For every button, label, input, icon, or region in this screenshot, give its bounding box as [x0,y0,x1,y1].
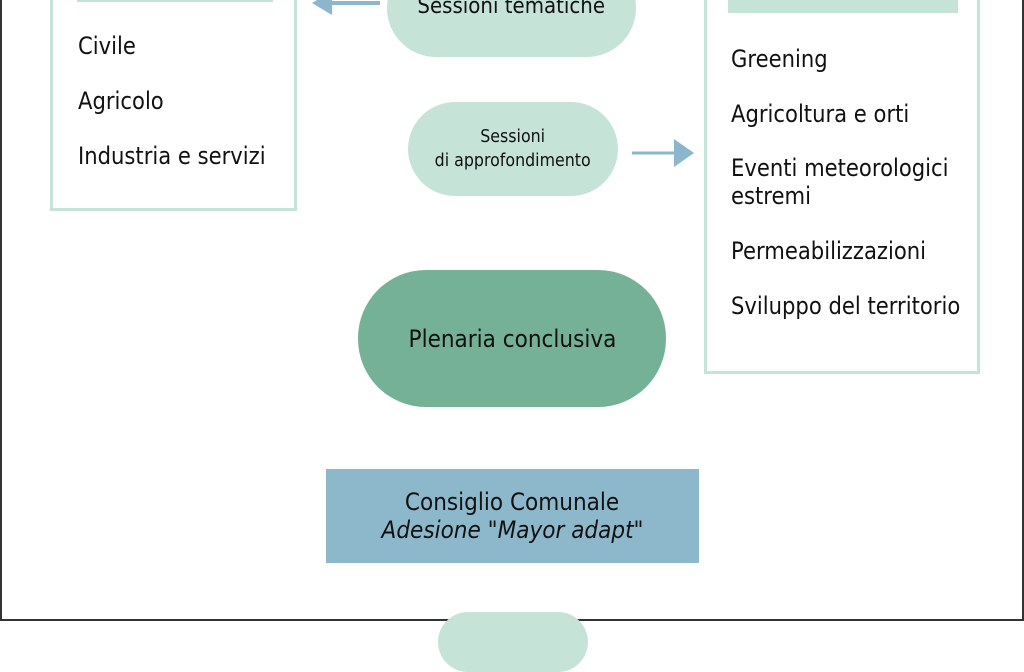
right-item-eventi: Eventi meteorologici [731,154,949,182]
connector-layer [312,0,694,167]
node-thematic-label: Sessioni tematiche [417,0,606,19]
right-item-agricoltura: Agricoltura e orti [731,100,910,128]
node-deepening-sessions: Sessioni di approfondimento [408,102,618,196]
node-thematic-sessions: Sessioni tematiche [387,0,636,57]
left-item-industria: Industria e servizi [78,142,266,170]
council-title: Consiglio Comunale [405,488,620,516]
node-city-council: Consiglio Comunale Adesione "Mayor adapt… [326,469,699,563]
node-plenary-label: Plenaria conclusiva [408,324,616,353]
left-item-civile: Civile [78,32,136,60]
left-category-box: Civile Agricolo Industria e servizi [50,0,297,211]
right-box-header-strip [728,0,958,13]
council-subtitle: Adesione "Mayor adapt" [381,516,644,544]
right-item-permeabilizzazioni: Permeabilizzazioni [731,237,927,265]
left-item-agricolo: Agricolo [78,87,164,115]
left-box-header-strip [77,0,273,2]
right-item-greening: Greening [731,45,828,73]
right-item-estremi: estremi [731,182,811,210]
right-topic-box: Greening Agricoltura e orti Eventi meteo… [704,0,980,374]
node-next-step-partial [438,612,588,672]
arrow-to-left-box [312,0,380,15]
node-plenary: Plenaria conclusiva [358,270,666,407]
right-item-sviluppo: Sviluppo del territorio [731,292,961,320]
node-deepening-label: Sessioni di approfondimento [434,126,592,171]
arrow-to-right-box [632,139,694,167]
